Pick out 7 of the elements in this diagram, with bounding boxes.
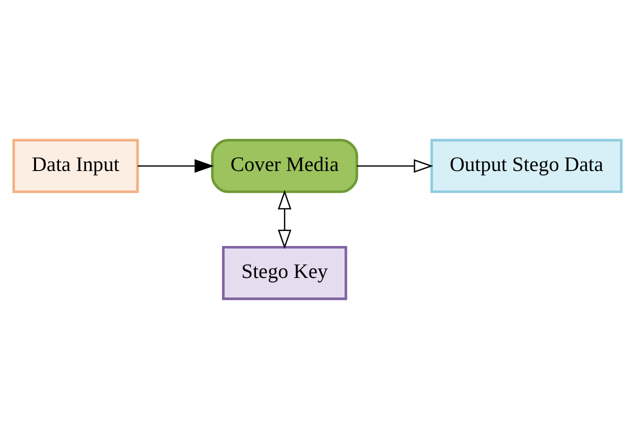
node-box: Output Stego Data	[430, 138, 623, 193]
arrow	[278, 190, 292, 249]
node-box: Stego Key	[222, 245, 348, 300]
node-box: Cover Media	[211, 138, 358, 193]
node-box: Data Input	[12, 138, 139, 193]
arrow	[357, 158, 434, 172]
arrow	[138, 158, 214, 172]
